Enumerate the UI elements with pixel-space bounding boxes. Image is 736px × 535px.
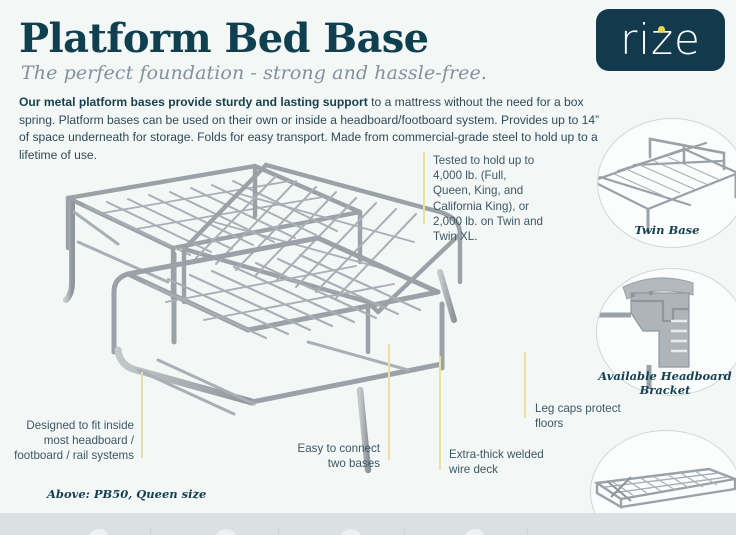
callout-rule-wire-deck xyxy=(439,356,441,470)
intro-paragraph: Our metal platform bases provide sturdy … xyxy=(19,94,607,164)
headboard-bracket-illustration xyxy=(597,277,694,389)
callout-load-rating: Tested to hold up to 4,000 lb. (Full, Qu… xyxy=(433,154,544,244)
inset-caption-twin-base: Twin Base xyxy=(634,223,700,237)
callout-rule-load-rating xyxy=(423,152,425,224)
callout-wire-deck: Extra-thick welded wire deck xyxy=(449,448,544,477)
inset-headboard-bracket xyxy=(596,268,736,396)
feature-divider-2 xyxy=(278,527,279,535)
callout-connect-bases: Easy to connect two bases xyxy=(297,442,381,471)
callout-fits-headboard: Designed to fit inside most headboard / … xyxy=(14,419,134,463)
feature-icon-1 xyxy=(88,529,110,535)
logo-dot-icon xyxy=(658,26,665,33)
intro-rest: to a mattress without the need for a box… xyxy=(19,95,600,162)
platform-bed-illustration xyxy=(63,162,463,492)
feature-icon-4 xyxy=(464,529,486,535)
feature-divider-3 xyxy=(404,527,405,535)
feature-icon-2 xyxy=(215,529,237,535)
rize-logo[interactable]: rize xyxy=(596,9,725,71)
folded-flat-illustration xyxy=(593,467,736,510)
page-subtitle: The perfect foundation - strong and hass… xyxy=(21,62,487,84)
feature-strip xyxy=(0,513,736,535)
inset-twin-base xyxy=(597,118,736,248)
feature-divider-4 xyxy=(527,527,528,535)
feature-divider-1 xyxy=(150,527,151,535)
page-title: Platform Bed Base xyxy=(19,15,429,62)
feature-icon-3 xyxy=(340,529,362,535)
callout-rule-fits-headboard xyxy=(141,372,143,458)
figure-caption: Above: PB50, Queen size xyxy=(47,487,207,501)
twin-base-illustration xyxy=(598,137,736,233)
callout-leg-caps: Leg caps protect floors xyxy=(535,402,621,431)
intro-lead: Our metal platform bases provide sturdy … xyxy=(19,95,368,109)
callout-rule-leg-caps xyxy=(524,352,526,418)
logo-wordmark: rize xyxy=(620,15,701,64)
callout-rule-connect-bases xyxy=(388,344,390,460)
inset-caption-headboard-bracket: Available Headboard Bracket xyxy=(598,369,732,397)
